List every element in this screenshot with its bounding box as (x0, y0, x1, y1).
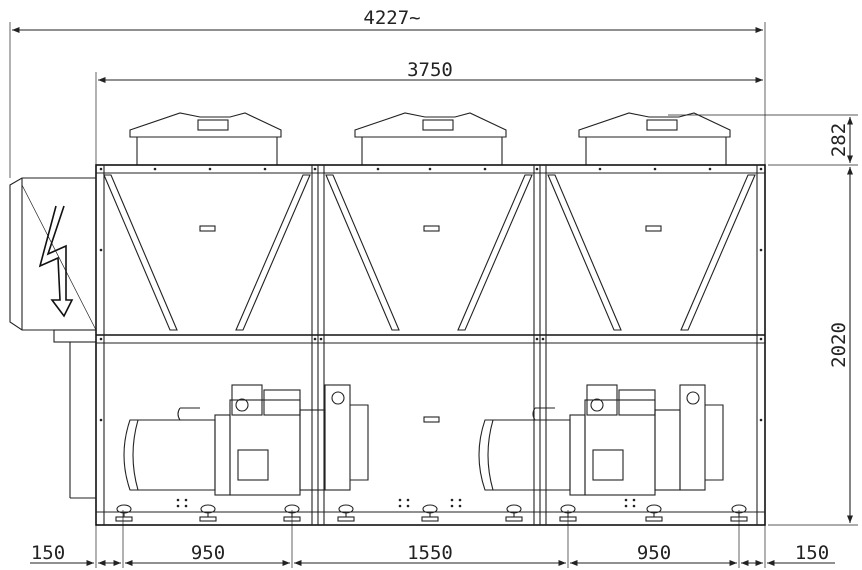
vibration-mounts (115, 504, 748, 522)
fan-guards (129, 112, 731, 165)
nameplate-1 (199, 225, 216, 232)
nameplate-4 (423, 416, 440, 423)
dim-frame-width: 3750 (95, 59, 763, 165)
fan-guard-1 (129, 112, 282, 165)
high-voltage-icon (38, 205, 74, 318)
overall-width-label: 4227~ (363, 7, 420, 29)
compressor-2 (478, 384, 724, 496)
left-margin-label: 150 (31, 542, 65, 564)
frame-width-label: 3750 (407, 59, 453, 81)
compressor-1 (123, 384, 369, 496)
spacing-right-label: 950 (637, 542, 671, 564)
frame-rivets (99, 167, 763, 508)
spacing-mid-label: 1550 (407, 542, 453, 564)
condenser-coils (103, 174, 756, 423)
nameplate-3 (645, 225, 662, 232)
nameplate-2 (423, 225, 440, 232)
dim-fan-height: 282 (668, 114, 858, 166)
fan-height-label: 282 (828, 123, 850, 157)
electrical-panel (9, 177, 97, 499)
dim-overall-width: 4227~ (9, 7, 766, 178)
unit-height-label: 2020 (828, 322, 850, 368)
fan-guard-2 (354, 112, 507, 165)
dim-unit-height: 2020 (768, 167, 858, 526)
dim-bottom-chain: 150 950 1550 950 150 (30, 510, 835, 568)
unit-frame (95, 164, 766, 526)
right-margin-label: 150 (795, 542, 829, 564)
fan-guard-3 (578, 112, 731, 165)
spacing-left-label: 950 (191, 542, 225, 564)
